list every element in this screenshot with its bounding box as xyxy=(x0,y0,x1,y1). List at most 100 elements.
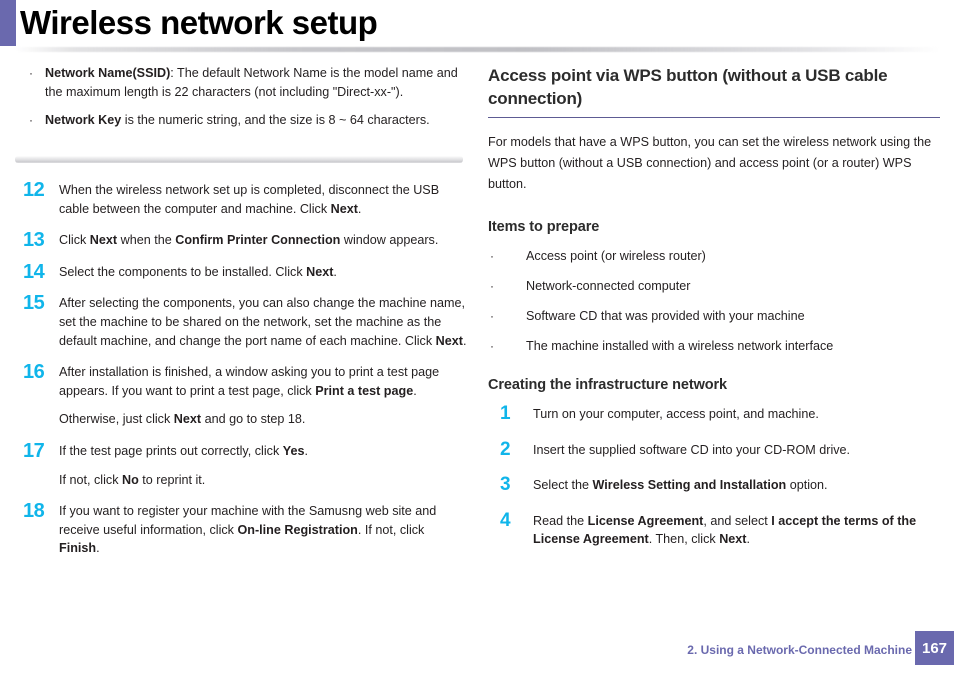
footer-chapter-label: 2. Using a Network-Connected Machine xyxy=(687,643,912,657)
body-text: , and select xyxy=(703,513,772,528)
step-paragraph: Select the components to be installed. C… xyxy=(59,263,467,282)
emphasis-text: No xyxy=(122,472,139,487)
body-text: When the wireless network set up is comp… xyxy=(59,183,440,216)
body-text: Otherwise, just click xyxy=(59,412,174,427)
emphasis-text: Next xyxy=(719,532,747,547)
body-text: and go to step 18. xyxy=(201,412,306,427)
list-item: · Network Name(SSID): The default Network… xyxy=(15,64,467,102)
list-item: · Access point (or wireless router) xyxy=(488,247,940,266)
emphasis-text: Next xyxy=(89,233,118,248)
body-text: . xyxy=(357,201,362,216)
numbered-step-item: 1 Turn on your computer, access point, an… xyxy=(488,403,940,424)
sub-heading-creating-network: Creating the infrastructure network xyxy=(488,377,728,393)
step-number: 12 xyxy=(23,179,45,201)
body-text: option. xyxy=(786,478,828,493)
emphasis-text: Next xyxy=(435,333,463,348)
emphasis-text: Next xyxy=(173,412,202,427)
step-paragraph: After installation is finished, a window… xyxy=(59,363,467,400)
step-number: 15 xyxy=(23,292,45,315)
body-text: Insert the supplied software CD into you… xyxy=(533,442,851,457)
emphasis-text: Print a test page xyxy=(315,383,414,398)
numbered-step-item: 16 After installation is finished, a wind… xyxy=(15,361,467,429)
step-paragraph: Turn on your computer, access point, and… xyxy=(533,405,940,424)
intro-bullet-list: · Network Name(SSID): The default Network… xyxy=(15,64,467,130)
list-item: · Network-connected computer xyxy=(488,277,940,296)
body-text: window appears. xyxy=(340,233,439,248)
emphasis-text: Confirm Printer Connection xyxy=(175,233,341,248)
footer-page-number-badge: 167 xyxy=(915,631,954,665)
step-number: 1 xyxy=(500,403,511,424)
step-paragraph: Click Next when the Confirm Printer Conn… xyxy=(59,231,467,250)
step-number: 16 xyxy=(23,361,45,384)
body-text: : The default Network Name is the model … xyxy=(45,66,458,99)
header-divider-rule xyxy=(16,47,940,52)
section-heading-wps: Access point via WPS button (without a U… xyxy=(488,66,888,108)
header-accent-bar xyxy=(0,0,16,46)
bullet-dot-icon: · xyxy=(490,339,494,353)
body-text: when the xyxy=(117,233,176,248)
step-paragraph: Otherwise, just click Next and go to ste… xyxy=(59,410,467,429)
emphasis-text: Yes xyxy=(282,443,305,458)
body-text: Network-connected computer xyxy=(526,279,691,293)
emphasis-text: Wireless Setting and Installation xyxy=(592,478,787,493)
right-column: Access point via WPS button (without a U… xyxy=(488,64,940,566)
step-paragraph: If the test page prints out correctly, c… xyxy=(59,442,467,461)
body-text: Turn on your computer, access point, and… xyxy=(533,407,819,421)
bullet-dot-icon: · xyxy=(29,113,33,127)
body-text: . xyxy=(413,383,417,398)
section-divider-bar xyxy=(15,156,463,163)
left-step-list: 12 When the wireless network set up is co… xyxy=(15,179,467,558)
emphasis-text: Network Name(SSID) xyxy=(45,66,171,80)
step-number: 4 xyxy=(500,509,511,531)
body-text: . xyxy=(462,333,467,348)
body-text: to reprint it. xyxy=(138,472,206,487)
body-text: The machine installed with a wireless ne… xyxy=(526,339,834,353)
body-text: If not, click xyxy=(59,472,122,487)
list-item: ·Network Key is the numeric string, and … xyxy=(15,111,467,130)
bullet-dot-icon: · xyxy=(490,249,494,263)
emphasis-text: I accept the terms of the License Agreem… xyxy=(533,513,917,547)
numbered-step-item: 15 After selecting the components, you ca… xyxy=(15,292,467,350)
step-paragraph: When the wireless network set up is comp… xyxy=(59,181,467,218)
step-paragraph: If you want to register your machine wit… xyxy=(59,502,467,558)
emphasis-text: Next xyxy=(306,264,334,279)
body-text: . xyxy=(304,443,308,458)
body-text: Select the components to be installed. C… xyxy=(59,264,307,279)
step-number: 17 xyxy=(23,439,45,462)
step-paragraph: After selecting the components, you can … xyxy=(59,294,467,350)
left-column: · Network Name(SSID): The default Network… xyxy=(15,64,467,571)
section-heading-underline xyxy=(488,117,940,118)
page-header: Wireless network setup xyxy=(0,0,954,56)
bullet-dot-icon: · xyxy=(490,279,494,293)
step-paragraph: If not, click No to reprint it. xyxy=(59,471,467,490)
numbered-step-item: 4 Read the License Agreement, and select … xyxy=(488,509,940,549)
body-text: . xyxy=(746,532,750,547)
page-title: Wireless network setup xyxy=(20,4,378,41)
step-paragraph: Select the Wireless Setting and Installa… xyxy=(533,476,940,495)
numbered-step-item: 3 Select the Wireless Setting and Install… xyxy=(488,474,940,496)
bullet-dot-icon: · xyxy=(29,66,33,80)
emphasis-text: Finish xyxy=(59,541,97,556)
body-text: . xyxy=(96,541,100,556)
emphasis-text: License Agreement xyxy=(587,513,704,528)
body-text: Software CD that was provided with your … xyxy=(526,309,805,323)
body-text: Access point (or wireless router) xyxy=(526,249,706,263)
items-to-prepare-list: · Access point (or wireless router) · Netwo… xyxy=(488,247,940,356)
numbered-step-item: 2 Insert the supplied software CD into yo… xyxy=(488,438,940,460)
list-item: ·Software CD that was provided with your… xyxy=(488,307,940,326)
body-text: Click xyxy=(59,233,90,248)
body-text: Read the xyxy=(533,513,588,528)
list-item: · The machine installed with a wireless n… xyxy=(488,337,940,356)
step-paragraph: Insert the supplied software CD into you… xyxy=(533,441,940,460)
section-intro-paragraph: For models that have a WPS button, you c… xyxy=(488,135,932,191)
emphasis-text: Network Key xyxy=(45,113,122,127)
body-text: . xyxy=(333,264,337,279)
step-paragraph: Read the License Agreement, and select I… xyxy=(533,512,940,549)
step-number: 2 xyxy=(500,438,511,460)
step-number: 3 xyxy=(500,474,511,496)
numbered-step-item: 12 When the wireless network set up is co… xyxy=(15,179,467,218)
body-text: If you want to register your machine wit… xyxy=(59,504,437,537)
